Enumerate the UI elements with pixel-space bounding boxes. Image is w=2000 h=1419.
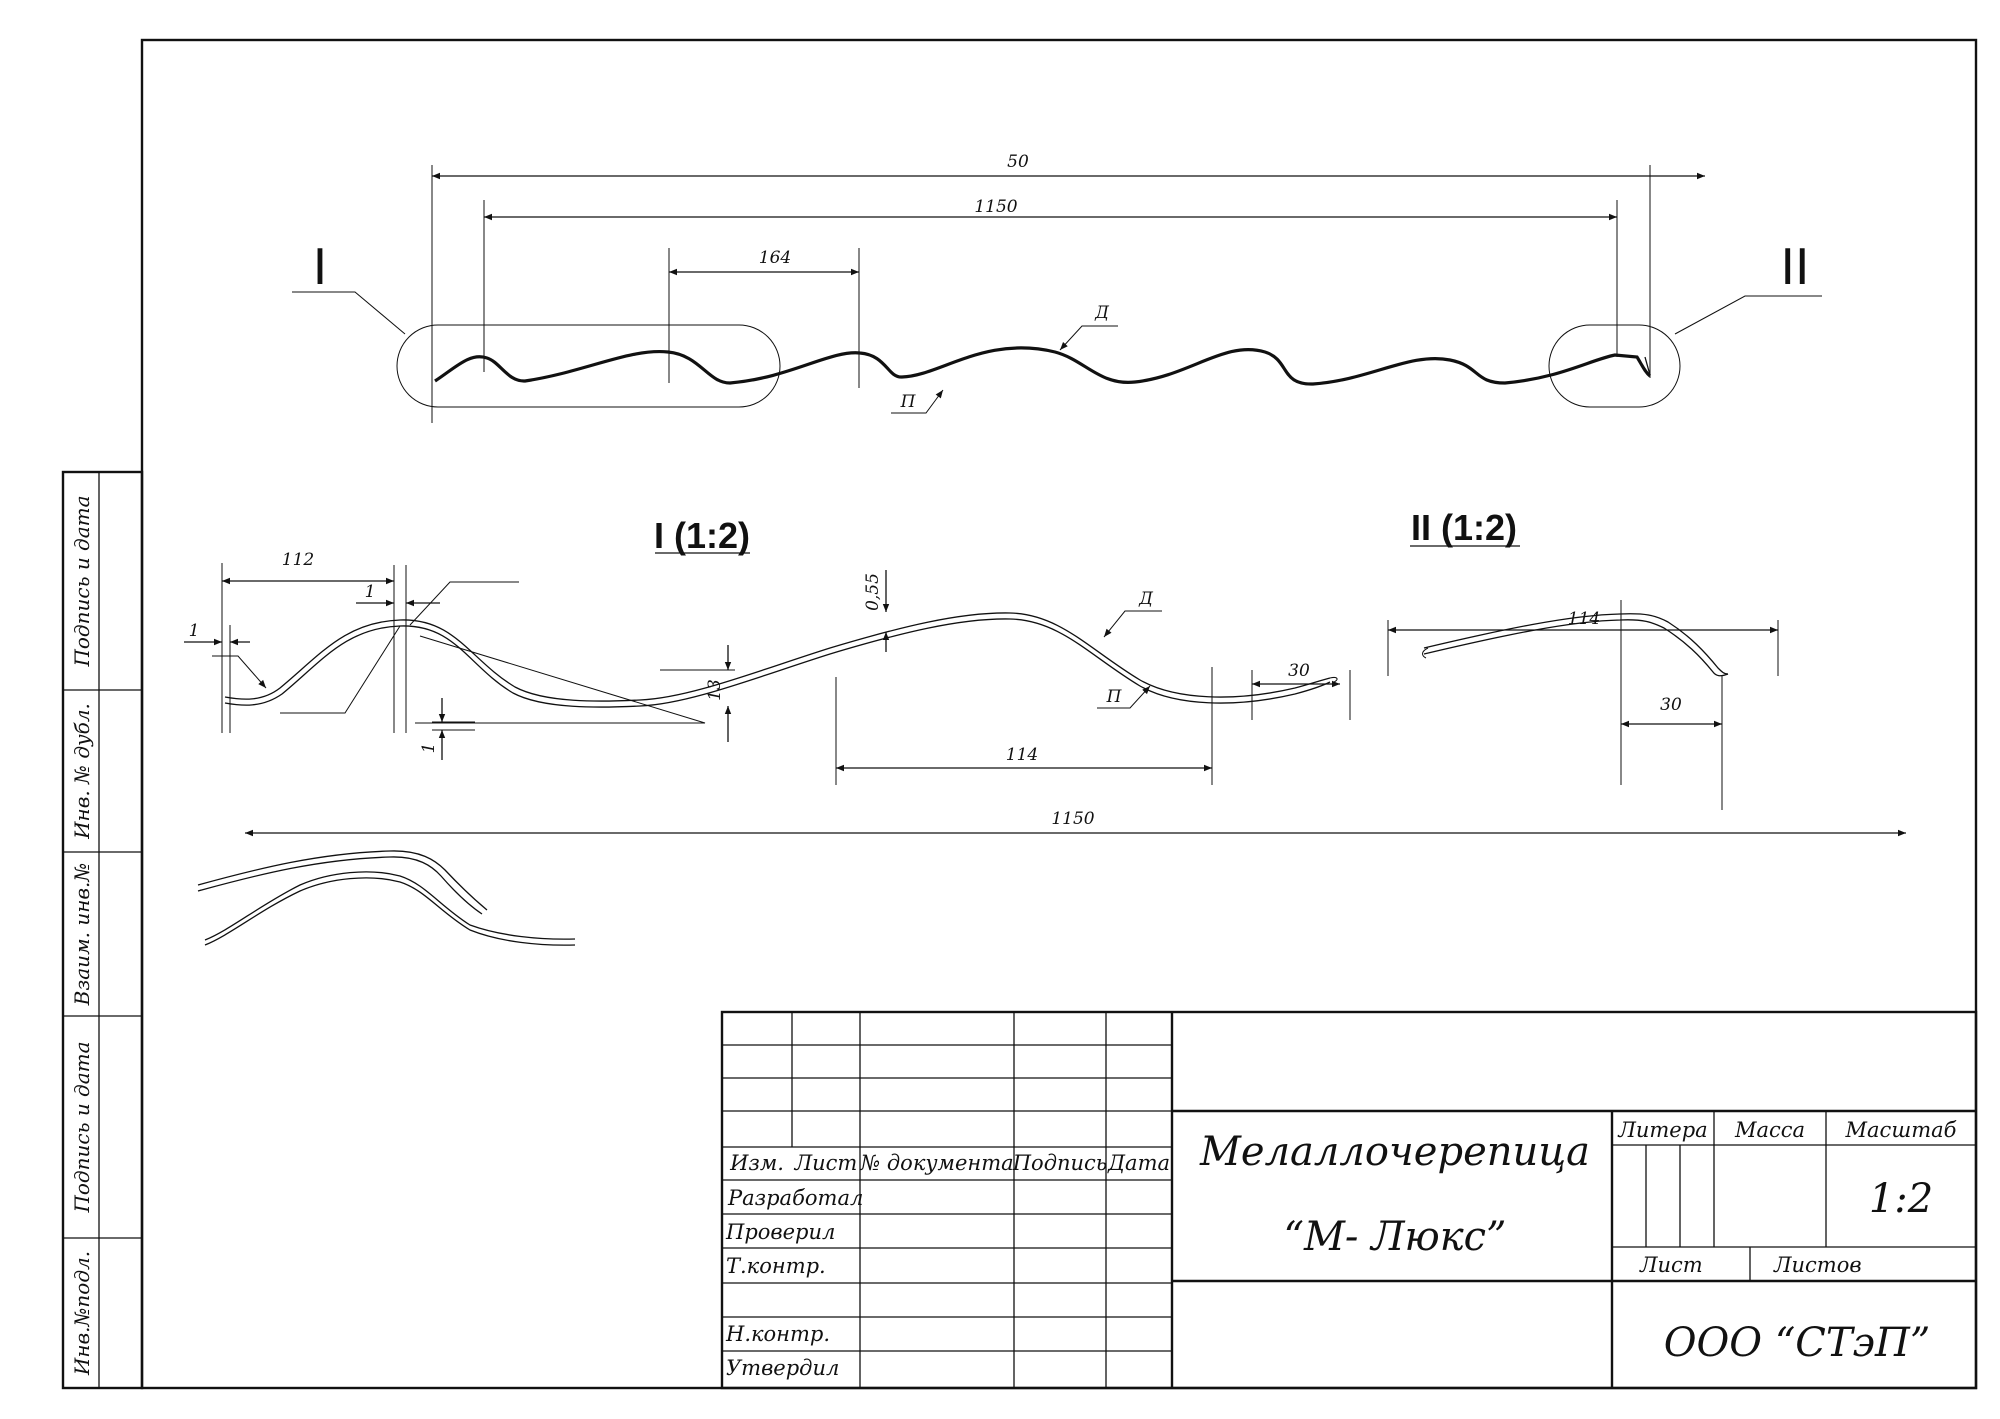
detail-2: II (1:2) 114 30 [1387,507,1779,810]
detail-1-dim-114: 114 [1006,745,1038,765]
dim-112: 112 [282,550,314,570]
label-sheet: Лист [1639,1253,1703,1277]
detail-2-dim-114: 114 [1568,609,1600,629]
detail-1-title: I (1:2) [654,515,750,556]
dim-overall: 1150 [1051,809,1094,829]
side-label-2: Инв. № дубл. [70,703,94,840]
detail-1: I (1:2) 112 1 1 1 [184,515,1351,785]
dim-1-top: 1 [365,582,376,602]
dim-total: 50 [1007,152,1029,172]
dim-1-left: 1 [189,621,200,641]
label-litera: Литера [1617,1118,1707,1142]
overall-dimension: 1150 [245,809,1906,837]
label-masshtab: Масштаб [1845,1118,1957,1142]
drawing-frame [140,38,1978,1390]
side-label-1: Подпись и дата [70,495,94,667]
header-date: Дата [1107,1151,1170,1175]
dim-step: 164 [759,248,791,268]
label-sheets: Листов [1773,1253,1862,1277]
side-strip: Подпись и дата Инв. № дубл. Взаим. инв.№… [61,470,144,1390]
label-massa: Масса [1734,1118,1805,1142]
callout-outline-right [1548,324,1681,408]
dim-13: 13 [705,679,725,701]
callout-outline-left [396,324,781,408]
dim-055: 0,55 [863,573,883,611]
detail-2-title: II (1:2) [1411,507,1517,548]
side-label-4: Подпись и дата [70,1041,94,1213]
profile-sketch [197,850,576,946]
role-developed: Разработал [727,1186,863,1210]
callout-label-right: II [1781,238,1810,296]
callout-label-left: I [313,238,327,296]
side-label-5: Инв.№подл. [70,1251,94,1376]
drawing-title-line1: Мелаллочерепица [1199,1129,1590,1175]
overview-profile: I II 50 1150 164 Д П [292,152,1822,423]
header-list: Лист [794,1151,858,1175]
detail-1-label-top: Д [1138,589,1154,609]
dim-cover: 1150 [974,197,1017,217]
header-izm: Изм. [729,1151,784,1175]
role-norm-control: Н.контр. [725,1322,830,1346]
scale-value: 1:2 [1869,1176,1933,1222]
drawing-title-line2: “М- Люкс” [1284,1214,1507,1260]
role-checked: Проверил [725,1220,835,1244]
company-name: ООО “СТэП” [1664,1320,1931,1366]
header-signature: Подпись [1012,1151,1108,1175]
side-label-3: Взаим. инв.№ [70,863,94,1007]
title-block: Изм. Лист № документа Подпись Дата Разра… [720,1010,1978,1390]
role-tech-control: Т.контр. [726,1254,826,1278]
role-approved: Утвердил [726,1356,839,1380]
detail-1-dim-30: 30 [1288,661,1310,681]
label-top-face: Д [1094,303,1110,323]
detail-2-dim-30: 30 [1660,695,1682,715]
detail-1-label-bottom: П [1106,687,1123,707]
dim-1-bottom: 1 [419,743,439,754]
label-bottom-face: П [900,392,917,412]
header-document: № документа [859,1151,1013,1175]
